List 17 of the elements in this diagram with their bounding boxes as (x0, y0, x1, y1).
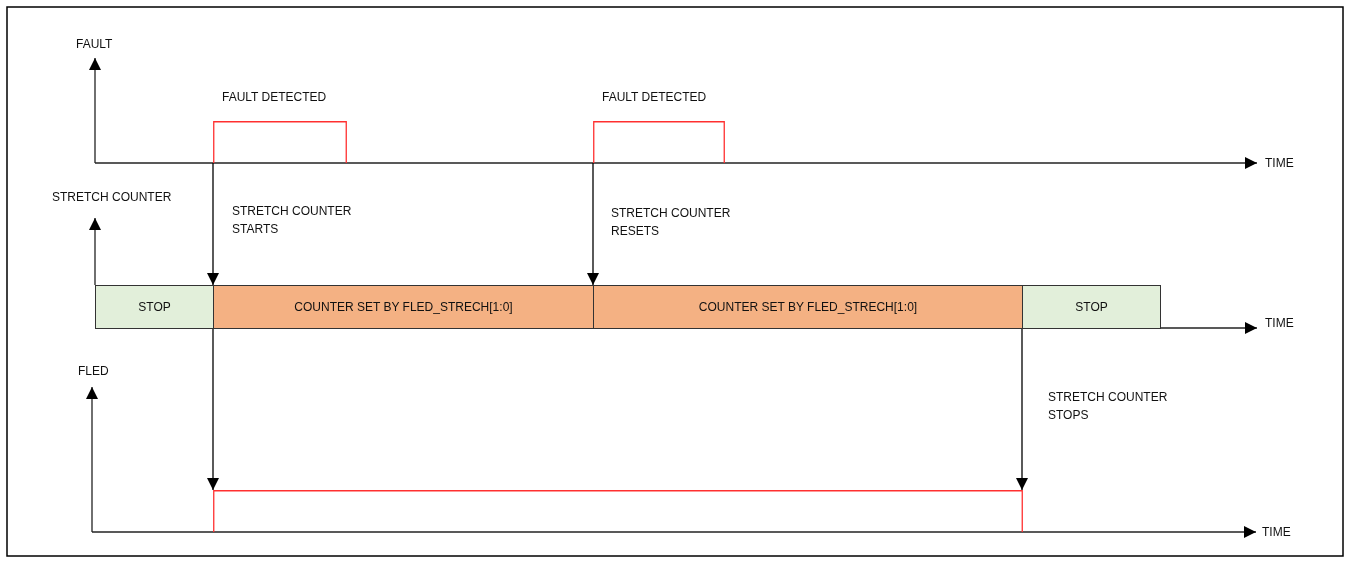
fled-pulse-waveform (213, 490, 1023, 533)
arrow (207, 328, 219, 491)
counter-state-segment: STOP (95, 285, 214, 329)
axis-label: TIME (1265, 315, 1294, 332)
counter-state-segment: COUNTER SET BY FLED_STRECH[1:0] (213, 285, 594, 329)
axis-label: FLED (78, 363, 109, 380)
axis-label: STRETCH COUNTER (52, 189, 172, 206)
arrow (587, 162, 599, 286)
arrow (207, 162, 219, 286)
axis-label: TIME (1265, 155, 1294, 172)
counter-state-segment: STOP (1022, 285, 1161, 329)
pulse-label: FAULT DETECTED (222, 89, 327, 106)
axis-label: FAULT (76, 36, 113, 53)
arrow (1016, 328, 1028, 491)
counter-state-segment: COUNTER SET BY FLED_STRECH[1:0] (593, 285, 1023, 329)
axis-label: TIME (1262, 524, 1291, 541)
pulse-label: FAULT DETECTED (602, 89, 707, 106)
